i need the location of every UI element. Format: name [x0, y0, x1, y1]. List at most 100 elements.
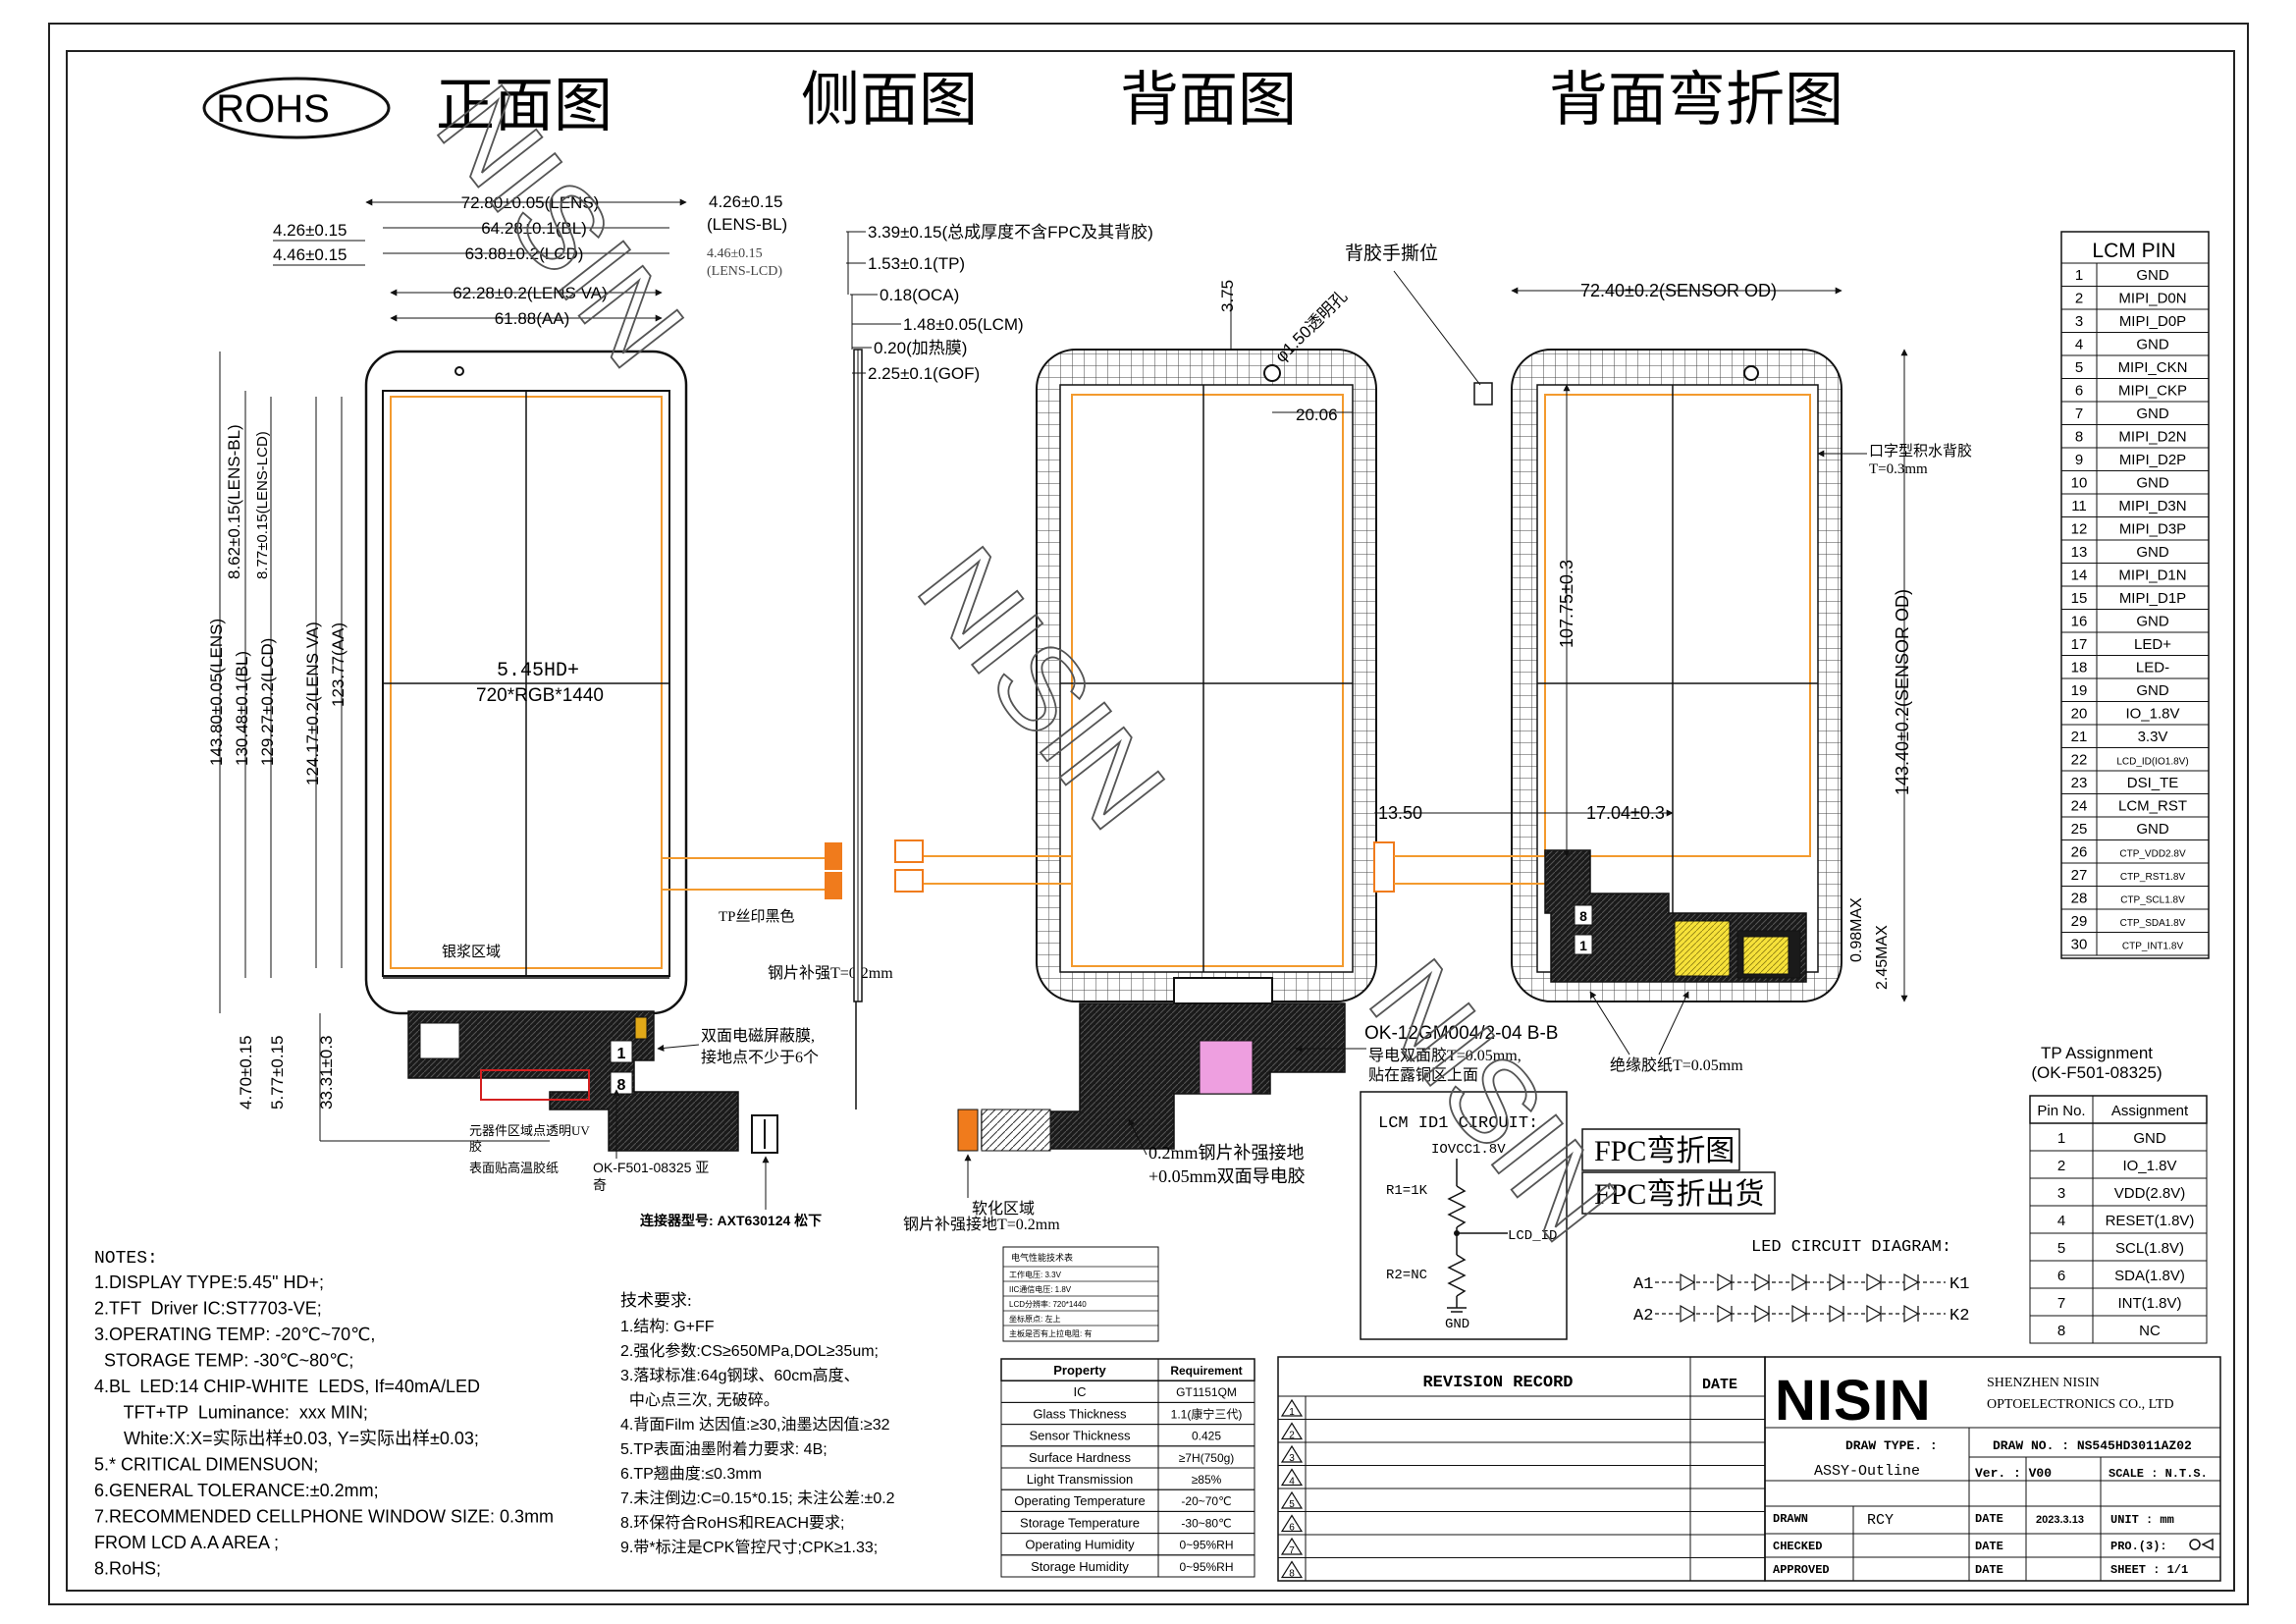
lcm-pin-number: 9 — [2075, 452, 2083, 468]
lcm-pin-signal: GND — [2136, 544, 2169, 561]
property-name: Operating Temperature — [1014, 1493, 1145, 1508]
note-line: 6.GENERAL TOLERANCE:±0.2mm; — [94, 1481, 379, 1500]
revision-triangle-icon — [1280, 1537, 1304, 1555]
lcm-pin-number: 10 — [2071, 475, 2088, 492]
led-diode — [1829, 1304, 1845, 1324]
tech-line: 5.TP表面油墨附着力要求: 4B; — [620, 1440, 828, 1458]
tp-header-pin: Pin No. — [2037, 1103, 2085, 1119]
lcm-pin-signal: GND — [2136, 614, 2169, 630]
dim-aa-width: 61.88(AA) — [495, 309, 570, 328]
label-foam-1: 口字型积水背胶 — [1869, 443, 1972, 460]
svg-text:1: 1 — [1579, 938, 1587, 953]
dim-heat-film: 0.20(加热膜) — [874, 339, 967, 357]
dim-3-75: 3.75 — [1218, 280, 1237, 312]
lcm-pin-signal: GND — [2136, 267, 2169, 284]
circuit-title: LCM ID1 CIRCUIT: — [1378, 1114, 1538, 1133]
revision-mark: 5 — [1289, 1499, 1295, 1510]
draw-type-label: DRAW TYPE. : — [1845, 1438, 1938, 1453]
property-name: Sensor Thickness — [1029, 1429, 1131, 1443]
dim-tp: 1.53±0.1(TP) — [868, 254, 965, 273]
lcm-pin-signal: MIPI_D1P — [2119, 590, 2186, 607]
fpc-label-chip — [419, 1022, 460, 1059]
note-line: 3.OPERATING TEMP: -20℃~70℃, — [94, 1325, 375, 1344]
lcm-pin-signal: CTP_SCL1.8V — [2120, 895, 2185, 906]
lcm-pin-signal: GND — [2136, 337, 2169, 353]
lcm-pin-number: 8 — [2075, 429, 2083, 446]
lcm-id-circuit: LCM ID1 CIRCUIT: IOVCC1.8V R1=1K R2=NC L… — [1360, 1091, 1568, 1340]
tech-line: 6.TP翘曲度:≤0.3mm — [620, 1465, 762, 1483]
fpc-tab-1 — [825, 842, 842, 870]
lcm-pin-signal: LED- — [2136, 660, 2169, 677]
dim-bottom-2: 5.77±0.15 — [268, 1035, 287, 1110]
tp-pin-number: 3 — [2057, 1185, 2065, 1202]
label-steel-note-1: 0.2mm钢片补强接地 — [1148, 1143, 1305, 1163]
notes-title: NOTES: — [94, 1249, 158, 1269]
property-name: Property — [1053, 1363, 1106, 1378]
lcm-pin-signal: MIPI_D1N — [2118, 568, 2186, 584]
circuit-r2: R2=NC — [1386, 1268, 1427, 1283]
label-tp-silk: TP丝印黑色 — [719, 908, 795, 925]
tp-pin-assignment: VDD(2.8V) — [2114, 1185, 2186, 1202]
tp-pin-number: 5 — [2057, 1240, 2065, 1257]
note-line: 2.TFT Driver IC:ST7703-VE; — [94, 1299, 322, 1319]
elec-title: 电气性能技术表 — [1011, 1252, 1073, 1263]
property-name: Storage Humidity — [1031, 1559, 1129, 1574]
property-value: 0~95%RH — [1179, 1539, 1233, 1552]
label-steel-front: 钢片补强T=0.2mm — [768, 964, 893, 982]
revision-mark: 2 — [1289, 1431, 1295, 1441]
version: Ver. : V00 — [1975, 1466, 2052, 1481]
lcm-pin-row — [2060, 401, 2210, 425]
tech-line: 7.未注倒边:C=0.15*0.15; 未注公差:±0.2 — [620, 1489, 895, 1507]
lcm-pin-signal: DSI_TE — [2127, 775, 2179, 791]
lcm-pin-signal: LCM_RST — [2118, 798, 2187, 815]
lcm-pin-signal: GND — [2136, 406, 2169, 422]
elec-row: LCD分辨率: 720*1440 — [1009, 1299, 1087, 1309]
display-size: 5.45HD+ — [497, 660, 579, 682]
revision-date-header: DATE — [1702, 1377, 1737, 1393]
lcm-pin-number: 15 — [2071, 590, 2088, 607]
revision-triangle-icon — [1280, 1444, 1304, 1463]
dim-lcm: 1.48±0.05(LCM) — [903, 315, 1024, 334]
label-silver-area: 银浆区域 — [442, 943, 501, 960]
property-name: Operating Humidity — [1025, 1538, 1135, 1552]
draw-no: DRAW NO. : NS545HD3011AZ02 — [1993, 1438, 2192, 1453]
lcm-pin-number: 29 — [2071, 913, 2088, 930]
circuit-lcd-id: LCD_ID — [1508, 1228, 1557, 1244]
tp-title-2: (OK-F501-08325) — [2031, 1063, 2162, 1082]
property-value: GT1151QM — [1176, 1385, 1237, 1399]
led-a1: A1 — [1633, 1275, 1653, 1294]
date-value: 2023.3.13 — [2036, 1514, 2084, 1526]
dim-bottom-3: 33.31±0.3 — [317, 1035, 336, 1110]
dim-lens-lcd-left: 4.46±0.15 — [273, 245, 347, 264]
lcm-pin-number: 3 — [2075, 313, 2083, 330]
dim-bl-width: 64.28±0.1(BL) — [481, 219, 587, 238]
label-foam-2: T=0.3mm — [1869, 461, 1928, 477]
property-value: 0~95%RH — [1179, 1560, 1233, 1574]
lcm-pin-number: 6 — [2075, 383, 2083, 400]
lcm-pin-number: 4 — [2075, 337, 2083, 353]
lcm-pin-signal: GND — [2136, 821, 2169, 838]
property-value: 1.1(康宁三代) — [1171, 1406, 1243, 1421]
lcm-pin-title: LCM PIN — [2092, 240, 2175, 262]
revision-triangle-icon — [1280, 1422, 1304, 1440]
lcm-pin-signal: CTP_VDD2.8V — [2119, 849, 2186, 860]
label-conductive-2: 贴在露铜区上面 — [1368, 1066, 1478, 1084]
back-inner — [1059, 384, 1354, 973]
tech-line: 4.背面Film 达因值:≥30,油墨达因值:≥32 — [620, 1416, 890, 1434]
label-insulation: 绝缘胶纸T=0.05mm — [1610, 1056, 1743, 1074]
dim-lcd-width: 63.88±0.2(LCD) — [465, 244, 584, 263]
dim-lens-bl-left: 4.26±0.15 — [273, 221, 347, 240]
lcm-pin-number: 27 — [2071, 867, 2088, 884]
led-diode — [1754, 1272, 1771, 1292]
rohs-label: ROHS — [216, 87, 330, 131]
lcm-pin-number: 22 — [2071, 752, 2088, 769]
lcm-pin-signal: MIPI_D0N — [2118, 291, 2186, 307]
back-view: 3.75 φ1.50透明孔 20.06 软化区域 钢片补强接地T=0.2mm 0… — [894, 280, 1558, 1233]
scale: SCALE : N.T.S. — [2109, 1467, 2208, 1481]
dim-sensor-height: 143.40±0.2(SENSOR OD) — [1893, 589, 1912, 795]
tp-pin-number: 2 — [2057, 1158, 2065, 1174]
property-value: ≥85% — [1192, 1473, 1222, 1487]
